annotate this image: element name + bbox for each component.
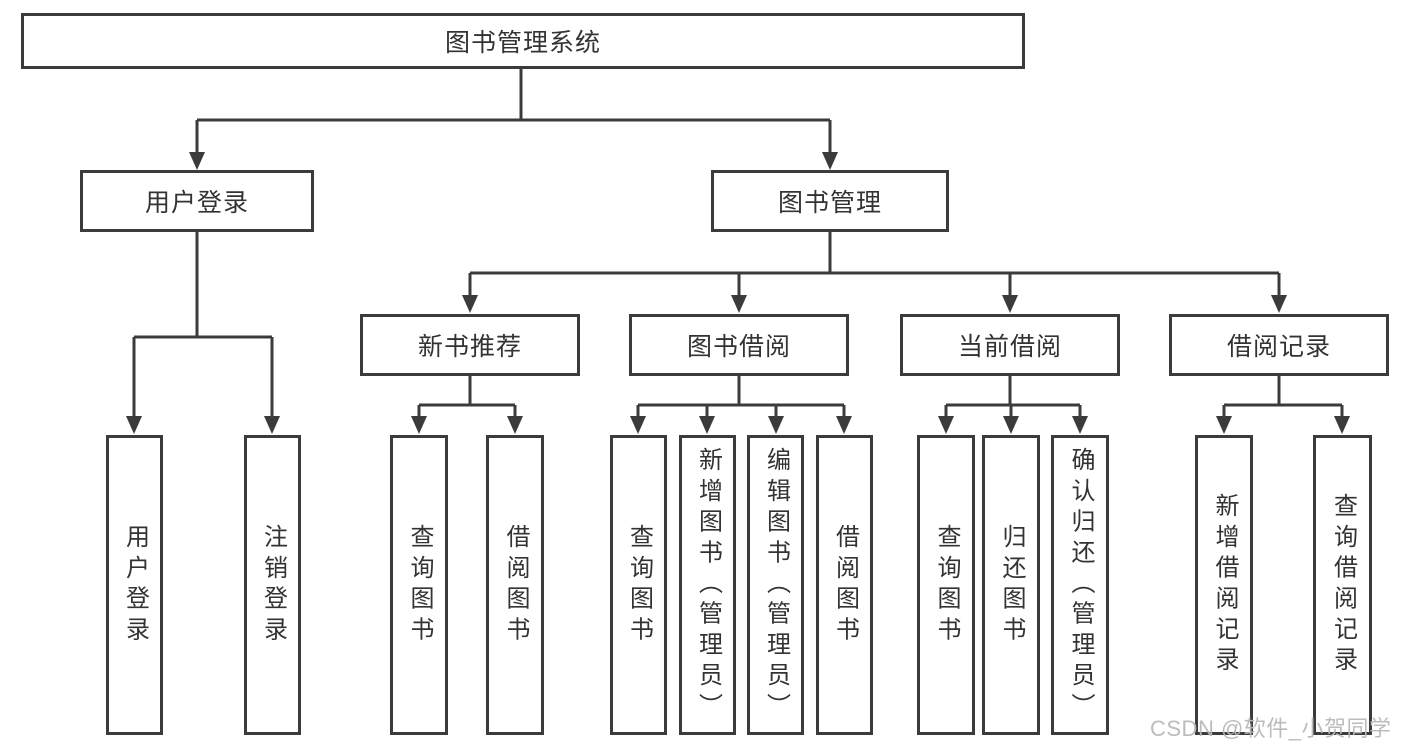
connector-book-management-sections bbox=[462, 232, 1287, 313]
node-label: 用户登录 bbox=[121, 523, 149, 647]
node-label: 查询图书 bbox=[933, 523, 960, 647]
leaf-add-borrow-record: 新增借阅记录 bbox=[1195, 435, 1253, 735]
node-user-login-group: 用户登录 bbox=[80, 170, 314, 232]
leaf-logout: 注销登录 bbox=[244, 435, 301, 735]
node-label: 图书管理系统 bbox=[444, 29, 601, 57]
node-book-management: 图书管理 bbox=[711, 170, 949, 232]
connector-user-login-children bbox=[126, 232, 280, 434]
connector-new-book-children bbox=[411, 376, 523, 434]
connector-borrow-records-children bbox=[1216, 376, 1350, 434]
leaf-add-book-admin: 新增图书（管理员） bbox=[679, 435, 736, 735]
node-current-borrowing: 当前借阅 bbox=[900, 314, 1120, 376]
node-label: 确认归还（管理员） bbox=[1067, 446, 1094, 724]
node-book-borrowing: 图书借阅 bbox=[629, 314, 849, 376]
connector-current-borrow-children bbox=[938, 376, 1088, 434]
leaf-query-books-current: 查询图书 bbox=[917, 435, 975, 735]
node-borrowing-records: 借阅记录 bbox=[1169, 314, 1389, 376]
connector-book-borrow-children bbox=[630, 376, 852, 434]
node-label: 新书推荐 bbox=[417, 333, 522, 361]
node-label: 查询借阅记录 bbox=[1329, 492, 1357, 678]
leaf-query-books-recommend: 查询图书 bbox=[390, 435, 448, 735]
connector-root-to-level2 bbox=[189, 69, 838, 170]
node-library-system: 图书管理系统 bbox=[21, 13, 1025, 69]
leaf-edit-book-admin: 编辑图书（管理员） bbox=[747, 435, 804, 735]
node-label: 新增图书（管理员） bbox=[694, 446, 722, 724]
node-label: 借阅图书 bbox=[831, 523, 859, 647]
node-label: 用户登录 bbox=[144, 189, 249, 217]
node-label: 图书管理 bbox=[777, 189, 882, 217]
node-label: 编辑图书（管理员） bbox=[762, 446, 790, 724]
node-label: 查询图书 bbox=[625, 523, 653, 647]
node-label: 借阅记录 bbox=[1226, 333, 1331, 361]
node-label: 借阅图书 bbox=[502, 523, 529, 647]
node-label: 归还图书 bbox=[998, 523, 1025, 647]
leaf-confirm-return-admin: 确认归还（管理员） bbox=[1051, 435, 1109, 735]
node-label: 查询图书 bbox=[406, 523, 433, 647]
node-label: 当前借阅 bbox=[957, 333, 1062, 361]
leaf-user-login: 用户登录 bbox=[106, 435, 163, 735]
leaf-return-books: 归还图书 bbox=[982, 435, 1040, 735]
leaf-borrow-books-recommend: 借阅图书 bbox=[486, 435, 544, 735]
leaf-query-borrow-record: 查询借阅记录 bbox=[1313, 435, 1372, 735]
leaf-query-books-borrow: 查询图书 bbox=[610, 435, 667, 735]
node-label: 注销登录 bbox=[259, 523, 287, 647]
watermark: CSDN @软件_小贺同学 bbox=[1150, 716, 1392, 741]
node-label: 图书借阅 bbox=[686, 333, 791, 361]
leaf-borrow-books: 借阅图书 bbox=[816, 435, 873, 735]
node-new-book-recommend: 新书推荐 bbox=[360, 314, 580, 376]
node-label: 新增借阅记录 bbox=[1211, 492, 1238, 678]
